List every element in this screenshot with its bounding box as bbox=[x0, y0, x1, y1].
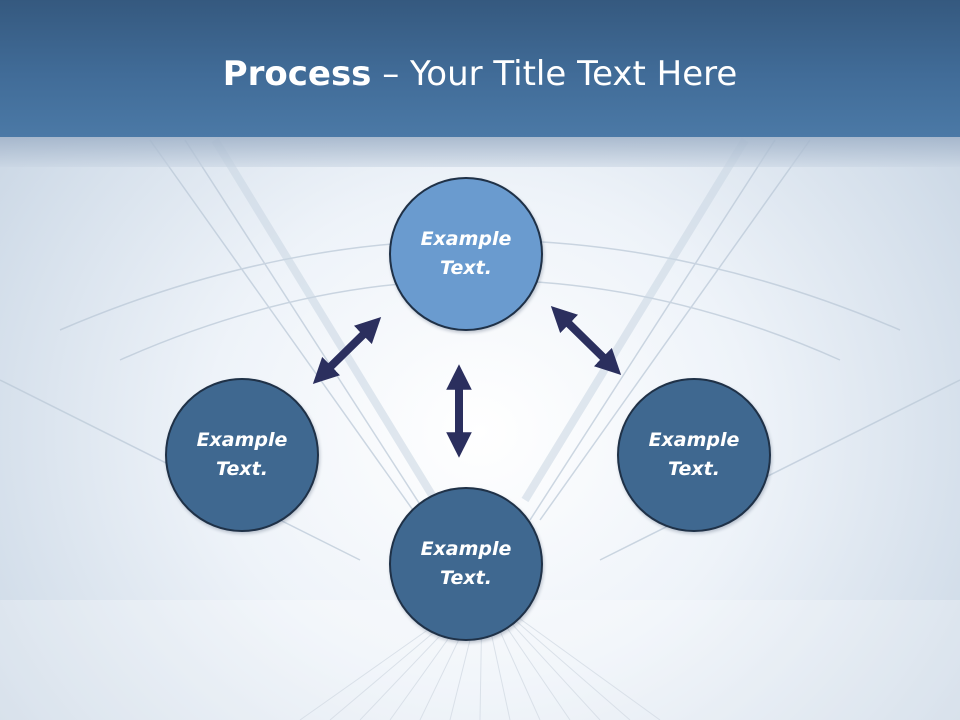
process-circle-right: Example Text. bbox=[617, 378, 771, 532]
process-circle-left-text: Example Text. bbox=[196, 429, 288, 480]
slide-title: Process – Your Title Text Here bbox=[0, 52, 960, 96]
process-circle-right-text: Example Text. bbox=[648, 429, 740, 480]
arrow-top-left bbox=[312, 317, 382, 384]
arrow-top-right bbox=[550, 306, 622, 375]
process-circle-bottom-text: Example Text. bbox=[420, 538, 512, 589]
title-bar bbox=[0, 0, 960, 137]
process-circle-top-text: Example Text. bbox=[420, 228, 512, 279]
title-rest: – Your Title Text Here bbox=[371, 54, 738, 94]
process-circle-left: Example Text. bbox=[165, 378, 319, 532]
process-circle-bottom: Example Text. bbox=[389, 487, 543, 641]
title-bar-shade bbox=[0, 137, 960, 167]
process-circle-top: Example Text. bbox=[389, 177, 543, 331]
title-bold: Process bbox=[222, 54, 372, 94]
